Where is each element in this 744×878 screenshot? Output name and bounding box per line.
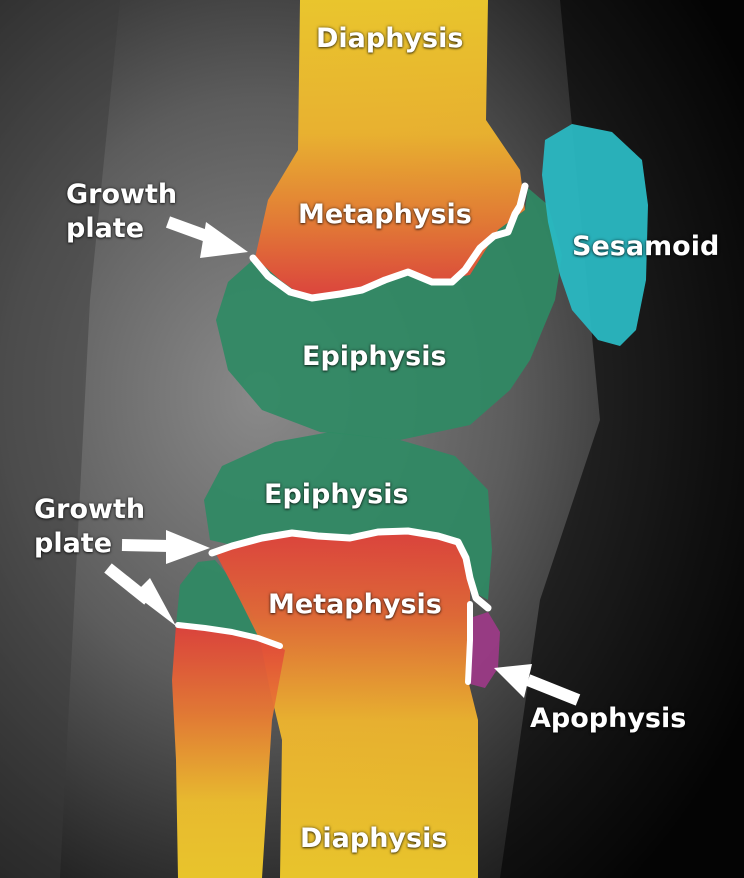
dark-region	[500, 0, 744, 878]
arrow-apophysis	[494, 664, 581, 706]
fibula-epiphysis	[176, 560, 265, 640]
soft-tissue-shadow	[0, 0, 120, 878]
label-epiphysis-top: Epiphysis	[302, 341, 447, 372]
tibia-metaphysis-diaphysis	[215, 530, 478, 878]
fibula-metaphysis-diaphysis	[172, 625, 285, 878]
label-metaphysis-bottom: Metaphysis	[268, 589, 442, 620]
tibia-epiphysis	[204, 432, 492, 600]
femur-growth-plate-line	[249, 182, 529, 302]
label-epiphysis-bottom: Epiphysis	[264, 479, 409, 510]
label-growth-plate-bottom-line2: plate	[34, 528, 113, 559]
tibia-growth-plate-line	[208, 527, 492, 612]
label-growth-plate-top: Growth plate	[66, 178, 177, 246]
apophysis-region	[470, 612, 500, 688]
label-growth-plate-bottom: Growth plate	[34, 493, 145, 561]
femur-diaphysis-metaphysis	[255, 0, 525, 298]
label-growth-plate-top-line1: Growth	[66, 179, 178, 210]
femur-epiphysis	[216, 188, 562, 440]
arrow-bottom-growth-plate-fibula	[104, 563, 176, 626]
apophysis-plate-line	[465, 601, 473, 685]
label-growth-plate-top-line2: plate	[66, 213, 145, 244]
label-metaphysis-top: Metaphysis	[298, 199, 472, 230]
label-diaphysis-bottom: Diaphysis	[300, 823, 448, 854]
fibula-growth-plate-line	[175, 622, 283, 649]
label-diaphysis-top: Diaphysis	[316, 23, 464, 54]
arrow-top-growth-plate	[165, 216, 248, 258]
sesamoid-region	[542, 124, 648, 346]
label-growth-plate-bottom-line1: Growth	[34, 494, 146, 525]
label-apophysis: Apophysis	[530, 703, 687, 734]
arrow-bottom-growth-plate-tibia	[121, 530, 210, 564]
label-sesamoid: Sesamoid	[572, 231, 720, 262]
